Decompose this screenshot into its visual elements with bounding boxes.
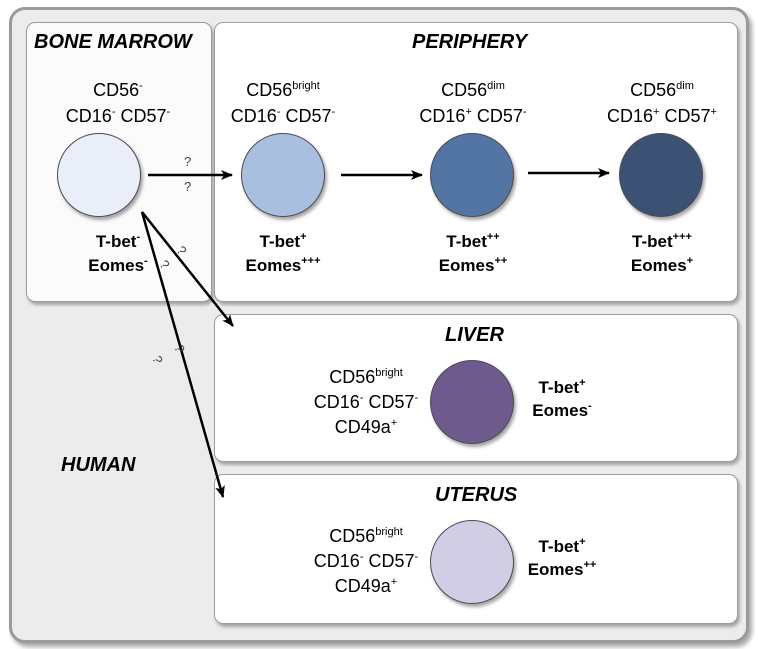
- liver-marker-line3: CD49a+: [296, 415, 436, 439]
- bm-tbet: T-bet-: [95, 231, 141, 252]
- marker-superscript: -: [139, 80, 143, 92]
- arrow-bm-to-uterus: [140, 211, 225, 498]
- question-mark: ?: [184, 179, 192, 194]
- arrow-bm-to-liver: [141, 211, 234, 327]
- marker-name: CD56: [329, 367, 376, 387]
- marker-name: CD56: [246, 80, 293, 100]
- marker-name: CD49a: [334, 576, 391, 596]
- p2-eomes: Eomes++: [438, 255, 508, 276]
- liver-marker-line2: CD16- CD57-: [296, 390, 436, 414]
- question-mark: ?: [184, 154, 192, 169]
- uterus-marker-line2: CD16- CD57-: [296, 549, 436, 573]
- p2-marker-line2: CD16+ CD57-: [403, 104, 543, 128]
- p3-eomes: Eomes+: [630, 255, 694, 276]
- marker-superscript: +: [653, 106, 660, 118]
- marker-superscript: dim: [676, 80, 694, 92]
- marker-name: CD56: [93, 80, 140, 100]
- marker-superscript: bright: [375, 367, 403, 379]
- uterus-tbet: T-bet+: [538, 536, 586, 557]
- marker-name: CD57: [285, 106, 332, 126]
- marker-superscript: -: [522, 106, 527, 118]
- liver-tbet: T-bet+: [538, 377, 586, 398]
- marker-name: CD56: [630, 80, 677, 100]
- cd56-bright-cell: [241, 133, 325, 217]
- marker-superscript: -: [166, 106, 171, 118]
- marker-name: CD16: [607, 106, 654, 126]
- marker-superscript: -: [331, 106, 336, 118]
- marker-superscript: +: [465, 106, 472, 118]
- p3-tbet: T-bet+++: [632, 231, 692, 252]
- p3-marker-line2: CD16+ CD57+: [592, 104, 732, 128]
- liver-nk-cell: [430, 360, 514, 444]
- marker-name: CD57: [476, 106, 523, 126]
- marker-superscript: -: [359, 551, 364, 563]
- marker-name: CD16: [313, 551, 360, 571]
- p1-marker-line1: CD56bright: [213, 78, 353, 102]
- marker-superscript: bright: [292, 80, 320, 92]
- periphery-title: PERIPHERY: [412, 31, 528, 53]
- uterus-nk-cell: [430, 520, 514, 604]
- marker-superscript: -: [414, 551, 419, 563]
- p2-tbet: T-bet++: [446, 231, 500, 252]
- p2-marker-line1: CD56dim: [403, 78, 543, 102]
- marker-name: CD16: [65, 106, 112, 126]
- uterus-marker-line3: CD49a+: [296, 574, 436, 598]
- marker-name: CD16: [419, 106, 466, 126]
- human-label: HUMAN: [61, 454, 136, 476]
- marker-superscript: -: [414, 392, 419, 404]
- marker-superscript: -: [111, 106, 116, 118]
- liver-eomes: Eomes-: [532, 400, 592, 421]
- marker-name: CD16: [230, 106, 277, 126]
- bone-marrow-title: BONE MARROW: [34, 31, 192, 53]
- p3-marker-line1: CD56dim: [592, 78, 732, 102]
- marker-name: CD57: [664, 106, 711, 126]
- p1-marker-line2: CD16- CD57-: [213, 104, 353, 128]
- marker-name: CD57: [368, 392, 415, 412]
- cd56-dim-cd57-pos-cell: [619, 133, 703, 217]
- uterus-eomes: Eomes++: [527, 559, 597, 580]
- liver-marker-line1: CD56bright: [296, 365, 436, 389]
- p1-eomes: Eomes+++: [245, 255, 321, 276]
- marker-superscript: +: [390, 576, 398, 588]
- marker-superscript: -: [276, 106, 281, 118]
- p1-tbet: T-bet+: [259, 231, 307, 252]
- bm-precursor-cell: [57, 133, 141, 217]
- marker-name: CD56: [441, 80, 488, 100]
- marker-superscript: +: [710, 106, 717, 118]
- liver-title: LIVER: [445, 324, 504, 346]
- marker-name: CD49a: [334, 417, 391, 437]
- marker-name: CD57: [120, 106, 167, 126]
- cd56-dim-cd57-neg-cell: [430, 133, 514, 217]
- marker-name: CD57: [368, 551, 415, 571]
- uterus-title: UTERUS: [435, 484, 518, 506]
- marker-superscript: bright: [375, 526, 403, 538]
- bm-marker-line2: CD16- CD57-: [26, 104, 210, 128]
- marker-name: CD56: [329, 526, 376, 546]
- uterus-marker-line1: CD56bright: [296, 524, 436, 548]
- marker-superscript: -: [359, 392, 364, 404]
- bm-eomes: Eomes-: [88, 255, 148, 276]
- marker-superscript: +: [390, 417, 398, 429]
- bm-marker-line1: CD56-: [26, 78, 210, 102]
- marker-name: CD16: [313, 392, 360, 412]
- marker-superscript: dim: [487, 80, 505, 92]
